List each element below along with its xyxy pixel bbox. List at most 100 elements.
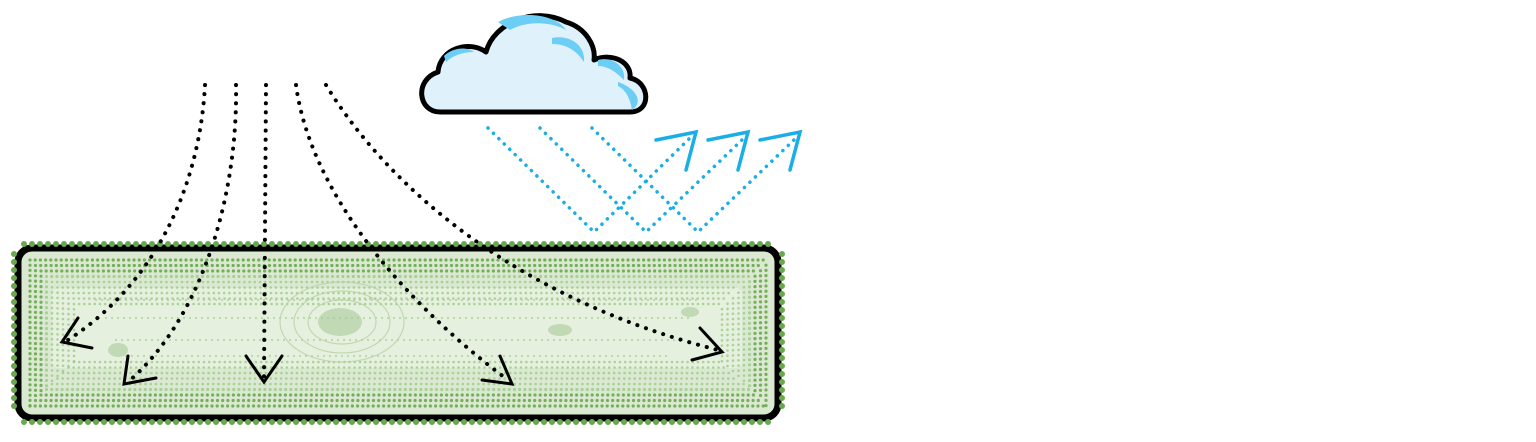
slab-dot <box>96 269 100 273</box>
slab-dot <box>527 398 532 403</box>
slab-dot <box>629 241 635 247</box>
slab-dot <box>779 379 785 385</box>
slab-dot <box>670 302 674 306</box>
slab-dot <box>451 371 455 375</box>
slab-dot <box>462 371 465 375</box>
slab-dot <box>659 291 663 295</box>
slab-dot <box>173 241 179 247</box>
slab-dot <box>236 404 240 408</box>
slab-dot <box>510 338 514 342</box>
slab-dot <box>570 274 574 279</box>
slab-dot <box>572 316 576 320</box>
slab-dot <box>564 404 568 408</box>
slab-dot <box>346 393 350 397</box>
slab-dot <box>706 297 710 300</box>
slab-dot <box>428 404 432 408</box>
slab-dot <box>701 291 704 295</box>
slab-dot <box>779 267 785 273</box>
slab-dot <box>59 398 64 403</box>
slab-dot <box>657 258 661 262</box>
slab-dot <box>145 366 148 369</box>
slab-dot <box>616 274 621 279</box>
slab-dot <box>590 393 594 397</box>
slab-dot <box>622 382 626 386</box>
slab-dot <box>122 393 126 397</box>
slab-dot <box>28 362 32 366</box>
slab-dot <box>206 280 210 284</box>
slab-dot <box>56 353 59 357</box>
slab-dot <box>524 291 528 295</box>
slab-dot <box>634 354 638 358</box>
slab-dot <box>138 274 142 279</box>
slab-dot <box>429 269 433 273</box>
slab-dot <box>39 398 43 403</box>
slab-dot <box>764 284 768 288</box>
slab-dot <box>108 366 112 369</box>
slab-dot <box>415 360 419 364</box>
slab-dot <box>404 382 407 386</box>
slab-dot <box>471 280 475 284</box>
slab-outline <box>14 244 782 422</box>
slab-dot <box>397 404 401 408</box>
slab-dot <box>214 354 218 358</box>
slab-dot <box>665 302 669 306</box>
slab-dot <box>764 268 768 272</box>
slab-dot <box>86 387 90 392</box>
slab-dot <box>664 298 668 302</box>
slab-dot <box>196 371 200 375</box>
slab-dot <box>597 241 603 247</box>
slab-dot <box>617 377 621 380</box>
slab-dot <box>279 382 283 386</box>
slab-dot <box>319 263 324 268</box>
slab-dot <box>690 291 694 295</box>
slab-dot <box>44 337 49 341</box>
slab-dot <box>65 393 69 397</box>
slab-dot <box>310 298 314 302</box>
slab-dot <box>67 302 70 306</box>
slab-dot <box>596 382 600 386</box>
slab-dot <box>564 338 568 342</box>
slab-dot <box>185 382 189 386</box>
slab-dot <box>127 404 131 408</box>
slab-dot <box>330 258 334 262</box>
slab-dot <box>460 263 464 268</box>
slab-dot <box>269 382 272 386</box>
slab-dot <box>432 338 436 342</box>
slab-dot <box>566 316 570 320</box>
slab-dot <box>431 302 435 306</box>
slab-dot <box>764 263 768 267</box>
slab-dot <box>690 286 694 289</box>
slab-dot <box>647 393 652 397</box>
slab-dot <box>55 382 59 386</box>
slab-dot <box>361 393 365 397</box>
slab-dot <box>559 274 563 279</box>
slab-dot <box>44 358 49 362</box>
slab-dot <box>378 280 381 284</box>
slab-dot <box>142 404 146 408</box>
slab-dot <box>678 258 682 262</box>
slab-dot <box>757 419 763 425</box>
slab-dot <box>98 291 101 295</box>
slab-dot <box>230 316 234 320</box>
slab-dot <box>548 263 552 268</box>
slab-dot <box>742 301 746 305</box>
slab-dot <box>689 393 693 397</box>
slab-dot <box>569 393 574 397</box>
slab-dot <box>129 291 132 295</box>
slab-dot <box>50 311 54 315</box>
slab-dot <box>731 354 735 357</box>
slab-dot <box>486 404 490 408</box>
slab-dot <box>299 387 303 392</box>
slab-dot <box>39 311 43 315</box>
slab-dot <box>150 302 154 306</box>
slab-dot <box>96 258 100 262</box>
slab-dot <box>372 274 376 279</box>
slab-dot <box>423 258 427 262</box>
slab-dot <box>600 263 604 268</box>
slab-dot <box>638 286 642 289</box>
slab-dot <box>726 333 729 337</box>
slab-dot <box>383 377 387 380</box>
slab-dot <box>466 298 470 302</box>
slab-dot <box>486 393 490 397</box>
slab-dot <box>165 371 169 375</box>
